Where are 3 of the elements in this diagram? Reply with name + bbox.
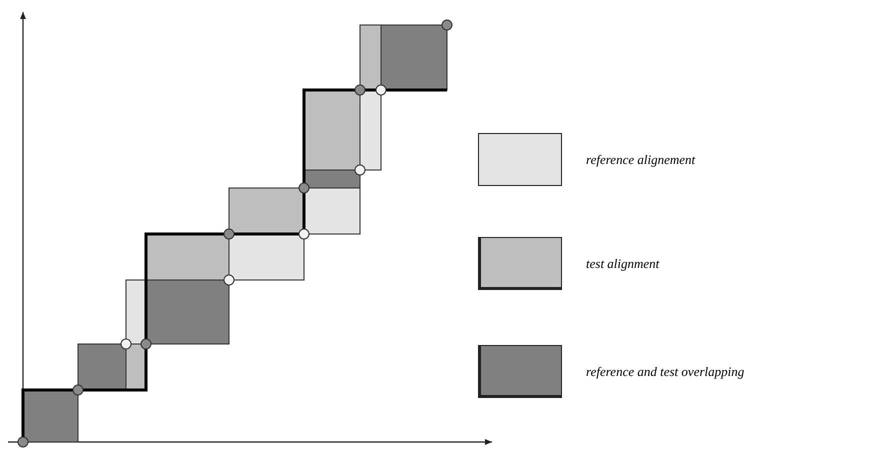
legend-label: reference alignement [586, 152, 696, 168]
legend-label: reference and test overlapping [586, 364, 744, 380]
legend-label: test alignment [586, 256, 660, 272]
